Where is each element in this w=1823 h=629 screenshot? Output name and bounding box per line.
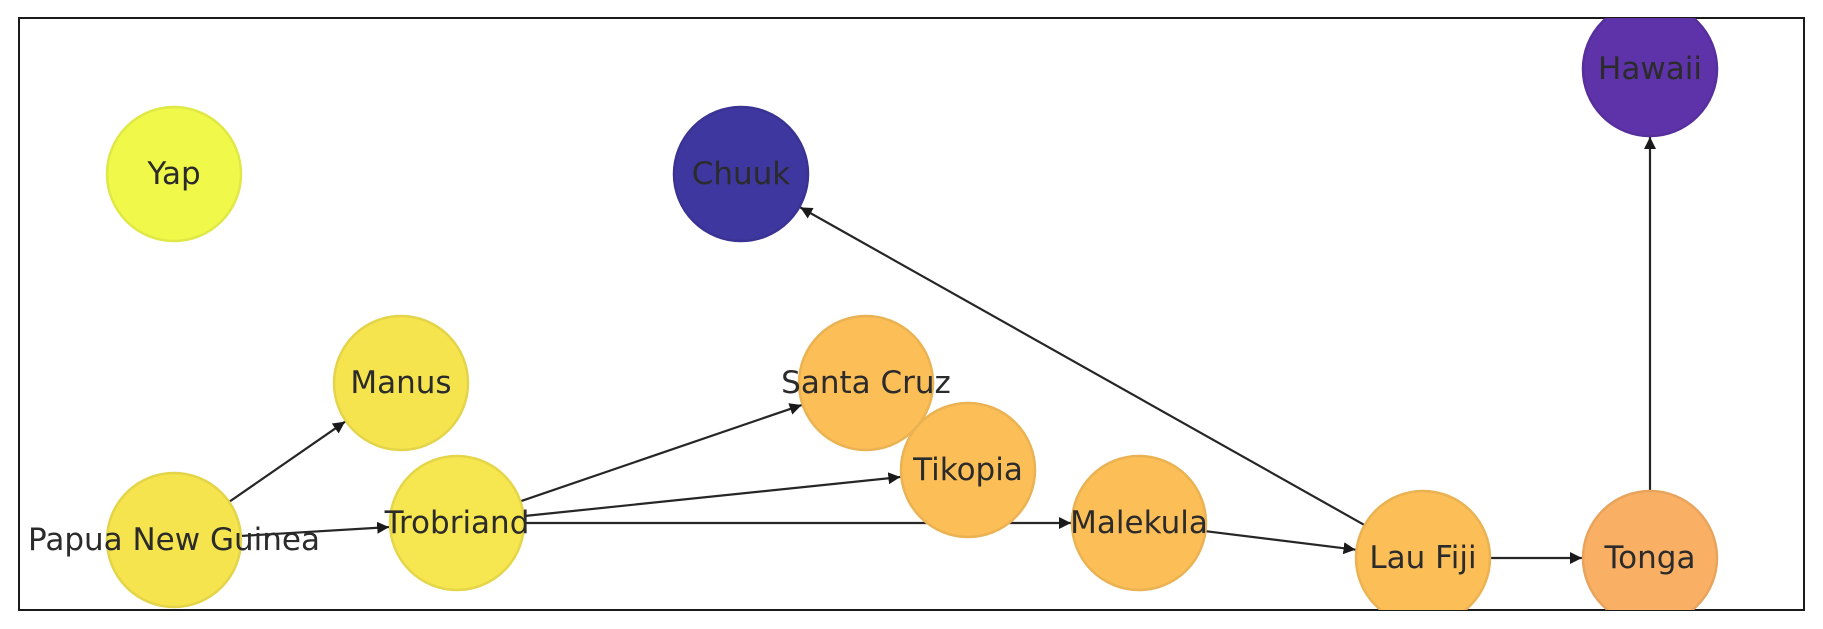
node-tikopia [899,401,1037,539]
node-png [105,471,243,609]
node-label-manus: Manus [350,365,451,401]
node-hawaii [1581,18,1719,138]
node-santa-cruz [797,314,935,452]
node-tonga [1581,489,1719,610]
node-label-tonga: Tonga [1604,540,1696,576]
node-label-trobriand: Trobriand [384,505,530,541]
edge-trobriand-to-tikopia [513,472,901,519]
node-manus [332,314,470,452]
node-label-lau-fiji: Lau Fiji [1369,540,1476,576]
node-label-png: Papua New Guinea [28,522,320,558]
plot-frame [18,17,1805,611]
node-yap [105,105,243,243]
node-lau-fiji [1354,489,1492,610]
node-chuuk [672,105,810,243]
edge-malekula-to-lau-fiji [1195,528,1356,555]
node-label-tikopia: Tikopia [912,452,1023,488]
node-label-chuuk: Chuuk [692,156,791,192]
edge-png-to-trobriand [230,521,390,538]
edge-trobriand-to-santa-cruz [510,403,803,506]
node-trobriand [388,454,526,592]
nodes-layer [105,18,1719,610]
node-label-santa-cruz: Santa Cruz [781,365,951,401]
node-malekula [1070,454,1208,592]
node-label-yap: Yap [146,156,200,192]
node-label-hawaii: Hawaii [1598,51,1702,87]
edge-lau-fiji-to-chuuk [799,206,1374,532]
node-label-malekula: Malekula [1070,505,1208,541]
edge-png-to-manus [220,420,346,509]
